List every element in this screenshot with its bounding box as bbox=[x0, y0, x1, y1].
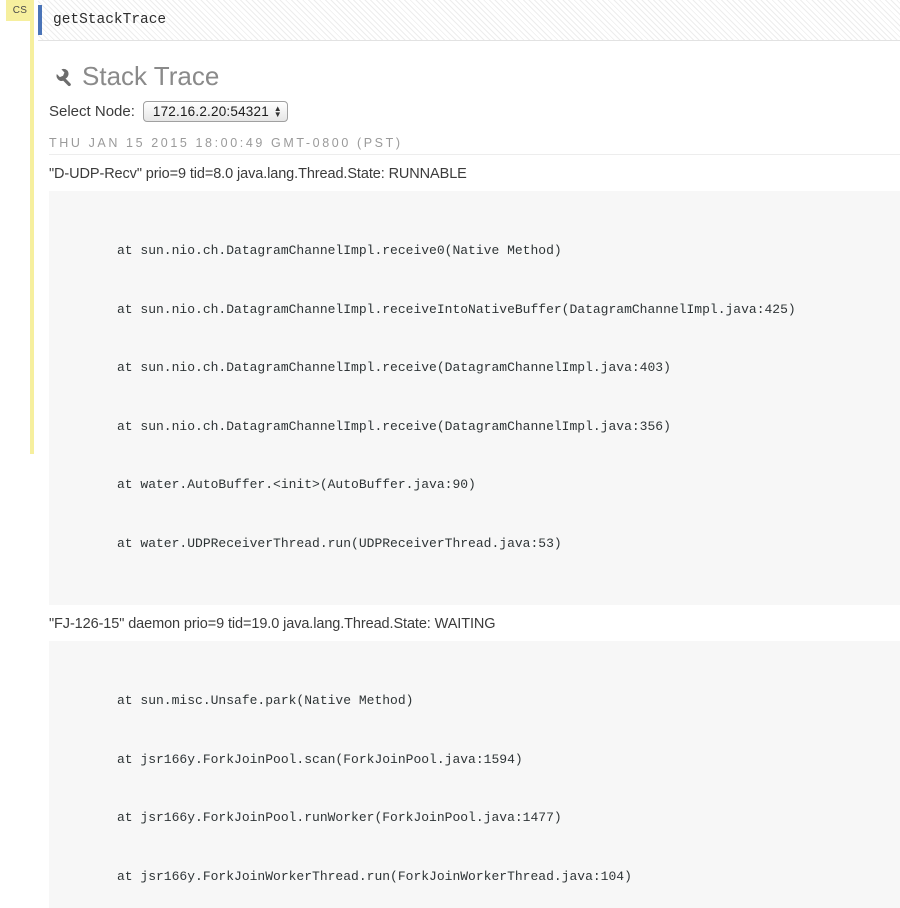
trace-line: at jsr166y.ForkJoinPool.scan(ForkJoinPoo… bbox=[117, 751, 523, 767]
trace-timestamp: Thu Jan 15 2015 18:00:49 GMT-0800 (PST) bbox=[49, 136, 900, 155]
trace-line: at sun.nio.ch.DatagramChannelImpl.receiv… bbox=[117, 243, 562, 258]
thread-header: "D-UDP-Recv" prio=9 tid=8.0 java.lang.Th… bbox=[49, 166, 467, 182]
trace-block: at sun.nio.ch.DatagramChannelImpl.receiv… bbox=[49, 191, 900, 605]
trace-line: at water.UDPReceiverThread.run(UDPReceiv… bbox=[117, 535, 562, 551]
cell-rail bbox=[30, 0, 34, 454]
cell-input-marker bbox=[38, 5, 42, 35]
node-selector-row: Select Node: 172.16.2.20:54321 ▲▼ bbox=[49, 101, 900, 122]
node-select-value: 172.16.2.20:54321 bbox=[152, 104, 269, 119]
trace-line: at sun.misc.Unsafe.park(Native Method) bbox=[117, 693, 414, 708]
cell-gutter: CS bbox=[0, 0, 34, 454]
thread-header: "FJ-126-15" daemon prio=9 tid=19.0 java.… bbox=[49, 616, 496, 632]
chevron-updown-icon: ▲▼ bbox=[273, 103, 282, 119]
trace-line: at sun.nio.ch.DatagramChannelImpl.receiv… bbox=[117, 418, 671, 434]
trace-line: at water.AutoBuffer.<init>(AutoBuffer.ja… bbox=[117, 477, 476, 492]
page-title-text: Stack Trace bbox=[82, 61, 220, 91]
wrench-icon bbox=[49, 66, 73, 90]
trace-line: at jsr166y.ForkJoinPool.runWorker(ForkJo… bbox=[117, 810, 562, 825]
trace-line: at sun.nio.ch.DatagramChannelImpl.receiv… bbox=[117, 301, 796, 317]
trace-block: at sun.misc.Unsafe.park(Native Method) a… bbox=[49, 641, 900, 908]
cell-output: Stack Trace Select Node: 172.16.2.20:543… bbox=[49, 41, 900, 908]
trace-line: at sun.nio.ch.DatagramChannelImpl.receiv… bbox=[117, 360, 671, 375]
cell-input-text[interactable]: getStackTrace bbox=[53, 12, 167, 28]
node-selector-label: Select Node: bbox=[49, 103, 135, 120]
page-title: Stack Trace bbox=[49, 41, 900, 91]
cell-type-badge[interactable]: CS bbox=[6, 0, 34, 21]
cell-input-row[interactable]: getStackTrace bbox=[38, 0, 900, 41]
node-select[interactable]: 172.16.2.20:54321 ▲▼ bbox=[142, 101, 288, 122]
trace-line: at jsr166y.ForkJoinWorkerThread.run(Fork… bbox=[117, 868, 632, 884]
